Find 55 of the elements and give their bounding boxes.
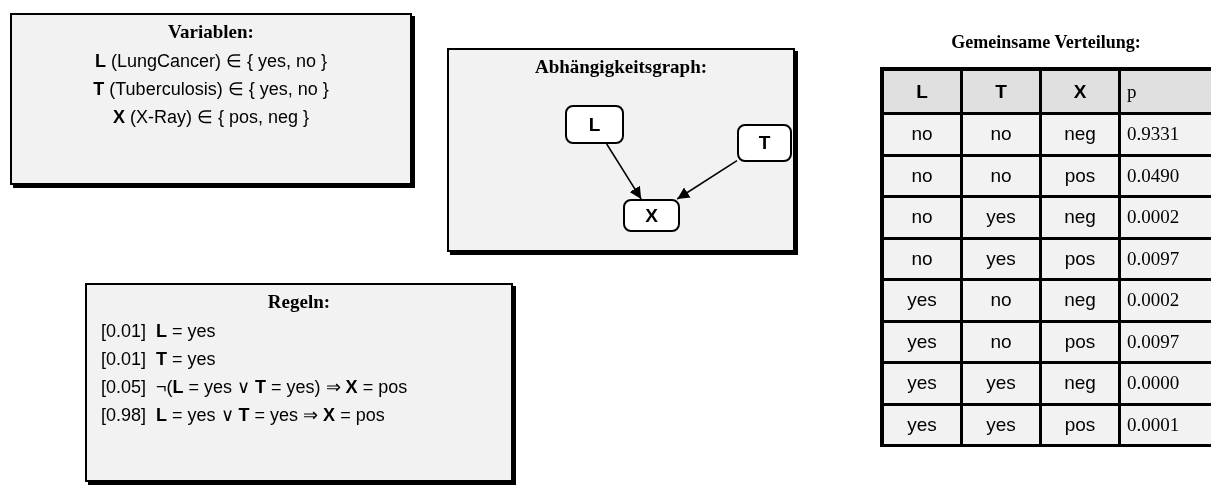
table-header: L <box>884 71 963 115</box>
table-cell: no <box>963 115 1042 157</box>
text-line: X (X-Ray) ∈ { pos, neg } <box>112 106 310 129</box>
table-cell: 0.0490 <box>1121 156 1211 198</box>
table-cell: yes <box>884 281 963 323</box>
panel-heading: Variablen: <box>168 21 254 43</box>
text-line: [0.01] L = yes <box>101 320 216 343</box>
table-cell: yes <box>963 198 1042 240</box>
table-cell: pos <box>1042 322 1121 364</box>
table-cell: 0.0001 <box>1121 405 1211 447</box>
arrow <box>676 159 738 200</box>
table-title: Gemeinsame Verteilung: <box>950 32 1142 53</box>
table-cell: pos <box>1042 405 1121 447</box>
table-cell: no <box>963 322 1042 364</box>
table-cell: 0.0097 <box>1121 239 1211 281</box>
variable-node: X <box>623 199 680 232</box>
text-line: T (Tuberculosis) ∈ { yes, no } <box>93 78 329 101</box>
variable-node: T <box>737 124 792 162</box>
table-cell: yes <box>963 364 1042 406</box>
table-cell: no <box>884 239 963 281</box>
text-line: [0.01] T = yes <box>101 348 216 371</box>
table-cell: no <box>884 198 963 240</box>
table-cell: 0.0097 <box>1121 322 1211 364</box>
table-cell: neg <box>1042 198 1121 240</box>
table-cell: no <box>884 115 963 157</box>
table-header: X <box>1042 71 1121 115</box>
table-cell: no <box>963 281 1042 323</box>
table-cell: neg <box>1042 281 1121 323</box>
panel <box>447 48 795 252</box>
table-cell: pos <box>1042 156 1121 198</box>
panel <box>10 13 412 185</box>
table-cell: 0.0002 <box>1121 198 1211 240</box>
table-cell: yes <box>884 405 963 447</box>
text-line: [0.05] ¬(L = yes ∨ T = yes) ⇒ X = pos <box>101 376 408 399</box>
table-cell: 0.0002 <box>1121 281 1211 323</box>
table-cell: no <box>884 156 963 198</box>
table-cell: pos <box>1042 239 1121 281</box>
text-line: L (LungCancer) ∈ { yes, no } <box>94 50 328 73</box>
panel-heading: Regeln: <box>267 291 331 313</box>
table-header: T <box>963 71 1042 115</box>
panel <box>85 283 513 482</box>
table-cell: yes <box>963 405 1042 447</box>
table-cell: 0.9331 <box>1121 115 1211 157</box>
table-cell: neg <box>1042 364 1121 406</box>
table-cell: no <box>963 156 1042 198</box>
text-line: [0.98] L = yes ∨ T = yes ⇒ X = pos <box>101 404 385 427</box>
table-cell: 0.0000 <box>1121 364 1211 406</box>
arrow <box>605 143 642 200</box>
table-cell: neg <box>1042 115 1121 157</box>
table-cell: yes <box>963 239 1042 281</box>
table-cell: yes <box>884 364 963 406</box>
table-header: p <box>1121 71 1211 115</box>
table-cell: yes <box>884 322 963 364</box>
variable-node: L <box>565 105 624 144</box>
panel-heading: Abhängigkeitsgraph: <box>534 56 708 78</box>
